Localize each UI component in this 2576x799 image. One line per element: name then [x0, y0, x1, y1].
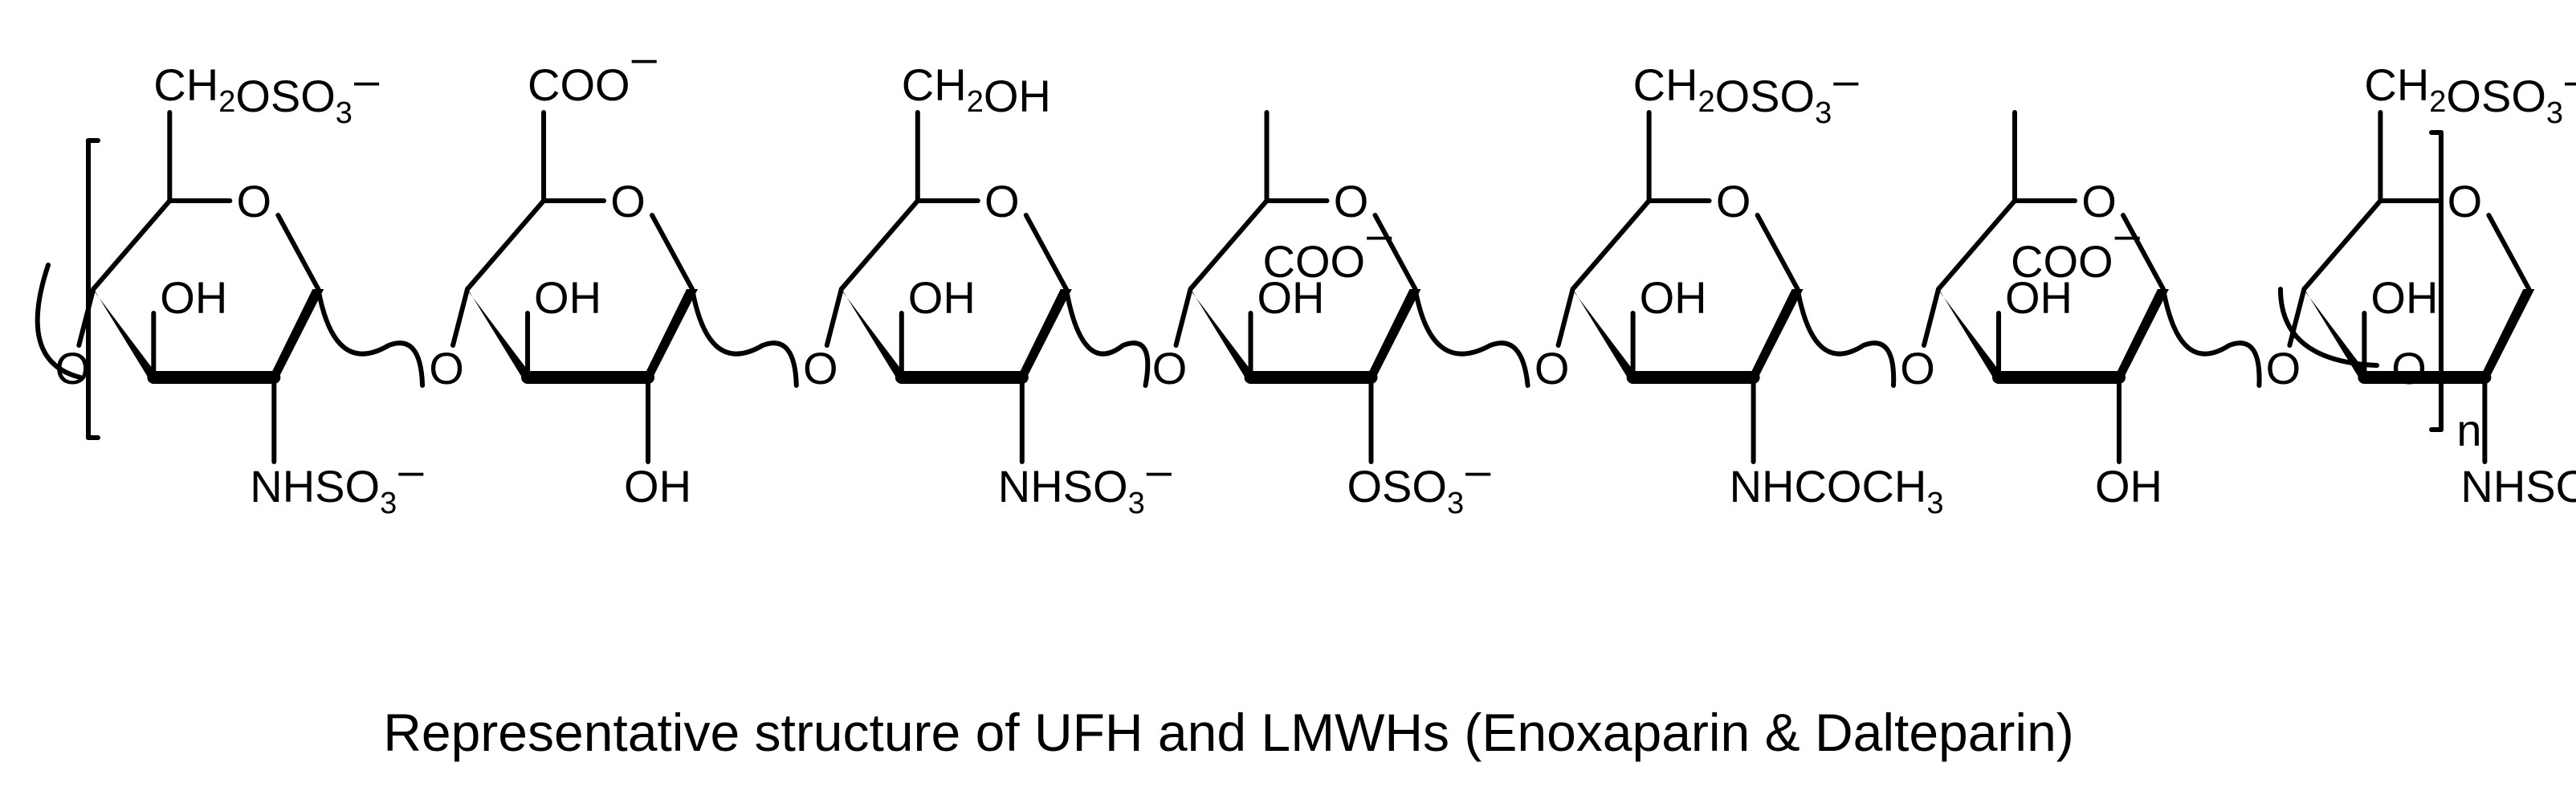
- ring-bond: [1372, 213, 1418, 291]
- ring-carboxylate: COO–: [1263, 209, 1393, 287]
- glycosidic-bond: [1922, 287, 1941, 348]
- ring-hydroxyl: OH: [908, 272, 976, 323]
- ring-oxygen: O: [1716, 176, 1751, 226]
- ring-bond: [91, 198, 173, 291]
- ring-oxygen: O: [2081, 176, 2117, 226]
- bond-lines: [35, 110, 2532, 464]
- repeat-subscript: n: [2456, 405, 2481, 455]
- bottom-substituent: NHSO3–: [998, 445, 1172, 520]
- terminal-oxygen: O: [2391, 343, 2427, 393]
- top-substituent: CH2OSO3–: [2364, 55, 2576, 130]
- bottom-substituent: OSO3–: [1347, 445, 1492, 520]
- wedge-bond: [1937, 286, 2004, 377]
- wedge-bond: [92, 286, 160, 377]
- ring-bond: [1936, 198, 2017, 291]
- bottom-substituent: NHSO3–: [2460, 445, 2576, 520]
- ring-bond: [465, 198, 547, 291]
- wedge-bond: [1017, 289, 1072, 377]
- glycosidic-link: [316, 287, 426, 388]
- bottom-substituent: OH: [624, 461, 691, 512]
- wedge-bond: [466, 286, 534, 377]
- glycosidic-bond: [824, 287, 844, 348]
- ring-oxygen: O: [2448, 176, 2483, 226]
- wedge-bond: [1571, 286, 1639, 377]
- glycosidic-link: [1063, 287, 1151, 388]
- ring-hydroxyl: OH: [1257, 272, 1325, 323]
- atom-labels: OCH2OSO3–OHNHSO3–OOCOO–OHOHOOCH2OHOHNHSO…: [55, 32, 2576, 520]
- ring-hydroxyl: OH: [160, 272, 227, 323]
- glycosidic-oxygen: O: [1152, 343, 1188, 393]
- wedge-bond: [2480, 289, 2535, 377]
- wedge-bond: [269, 289, 324, 377]
- ring-bond: [275, 213, 321, 291]
- glycosidic-oxygen: O: [429, 343, 464, 393]
- ring-carboxylate: COO–: [2011, 209, 2141, 287]
- ring-bond: [1755, 213, 1800, 291]
- ring-hydroxyl: OH: [534, 272, 601, 323]
- figure-caption: Representative structure of UFH and LMWH…: [383, 703, 2074, 762]
- wedge-bond: [839, 286, 907, 377]
- glycosidic-link: [2161, 287, 2262, 388]
- top-substituent: CH2OSO3–: [1633, 55, 1860, 130]
- glycosidic-oxygen: O: [1900, 343, 1935, 393]
- glycosidic-bond: [2287, 287, 2307, 348]
- ring-hydroxyl: OH: [1640, 272, 1707, 323]
- top-substituent: CH2OH: [902, 59, 1051, 121]
- ring-bond: [650, 213, 695, 291]
- wedge-bond: [1188, 286, 1257, 377]
- bottom-substituent: OH: [2095, 461, 2162, 512]
- ring-bond: [2121, 213, 2166, 291]
- ring-oxygen: O: [237, 176, 272, 226]
- glycosidic-bond: [450, 287, 471, 348]
- glycosidic-oxygen: O: [1535, 343, 1570, 393]
- glycosidic-link: [1795, 287, 1897, 388]
- glycosidic-link: [690, 287, 799, 388]
- glycosidic-link: [1412, 287, 1531, 388]
- bottom-substituent: NHCOCH3: [1730, 461, 1944, 520]
- ring-oxygen: O: [610, 176, 646, 226]
- ring-oxygen: O: [984, 176, 1020, 226]
- top-substituent: COO–: [528, 32, 658, 110]
- wedge-bond: [643, 289, 699, 377]
- glycosidic-bond: [1173, 287, 1193, 348]
- glycosidic-oxygen: O: [2266, 343, 2301, 393]
- wedge-bond: [1748, 289, 1804, 377]
- top-substituent: CH2OSO3–: [153, 55, 380, 130]
- ring-bond: [1023, 213, 1069, 291]
- terminal-link: [35, 263, 83, 380]
- glycosidic-oxygen: O: [803, 343, 838, 393]
- ring-bond: [2486, 213, 2532, 291]
- glycosidic-oxygen: O: [55, 343, 91, 393]
- ring-bond: [838, 198, 920, 291]
- wedge-bonds: [92, 286, 2535, 377]
- ring-bond: [1188, 198, 1270, 291]
- glycosidic-bond: [1555, 287, 1575, 348]
- ring-bond: [1570, 198, 1652, 291]
- bottom-substituent: NHSO3–: [250, 445, 424, 520]
- wedge-bond: [2114, 289, 2169, 377]
- ring-hydroxyl: OH: [2370, 272, 2438, 323]
- ring-oxygen: O: [1334, 176, 1369, 226]
- ring-hydroxyl: OH: [2005, 272, 2073, 323]
- wedge-bond: [1366, 289, 1421, 377]
- ring-bond: [2301, 198, 2383, 291]
